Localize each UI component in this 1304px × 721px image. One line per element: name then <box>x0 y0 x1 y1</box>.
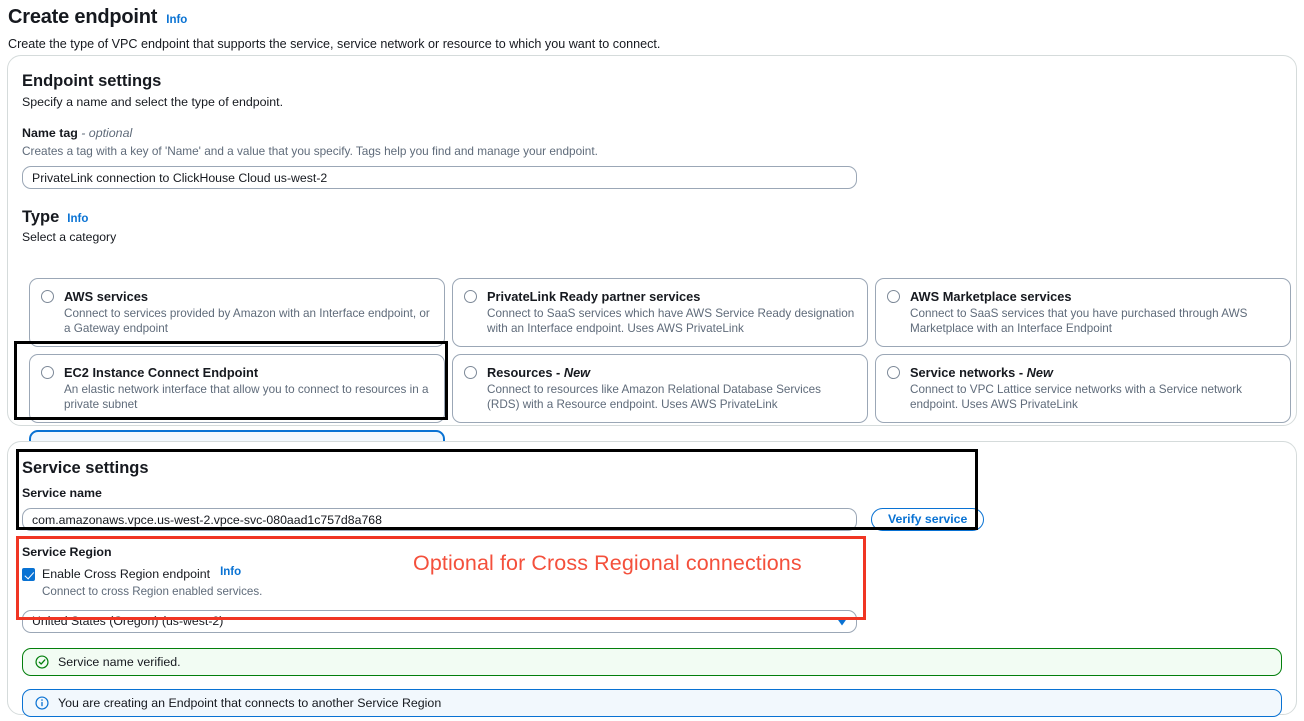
option-label: Service networks - New <box>910 365 1053 380</box>
service-name-input[interactable] <box>22 508 857 531</box>
option-label: AWS Marketplace services <box>910 289 1072 304</box>
type-info-link[interactable]: Info <box>67 213 89 225</box>
endpoint-settings-inner: Endpoint settings Specify a name and sel… <box>8 56 1296 245</box>
page-description: Create the type of VPC endpoint that sup… <box>8 37 661 51</box>
alerts-container: Service name verified. You are creating a… <box>22 648 1282 717</box>
radio-button[interactable] <box>887 290 900 303</box>
name-tag-label-text: Name tag <box>22 126 78 140</box>
alert-text: Service name verified. <box>58 654 181 669</box>
endpoint-settings-panel: Endpoint settings Specify a name and sel… <box>7 55 1297 514</box>
endpoint-settings-title: Endpoint settings <box>22 72 162 90</box>
alert-info: You are creating an Endpoint that connec… <box>22 689 1282 717</box>
option-description: Connect to SaaS services that you have p… <box>910 307 1248 335</box>
type-hint: Select a category <box>22 230 117 244</box>
option-label: EC2 Instance Connect Endpoint <box>64 365 259 380</box>
option-description: Connect to services provided by Amazon w… <box>64 307 430 335</box>
option-description: Connect to SaaS services which have AWS … <box>487 307 855 335</box>
option-label: Resources - New <box>487 365 591 380</box>
radio-button[interactable] <box>41 290 54 303</box>
option-new-badge: New <box>563 365 591 380</box>
radio-button[interactable] <box>887 366 900 379</box>
verify-service-button[interactable]: Verify service <box>871 508 985 531</box>
service-region-select[interactable]: United States (Oregon) (us-west-2) <box>22 610 857 633</box>
service-region-label: Service Region <box>22 545 112 559</box>
service-settings-title: Service settings <box>22 459 149 477</box>
type-heading-row: Type Info <box>22 206 1282 228</box>
type-label: Type <box>22 208 60 226</box>
info-circle-icon <box>35 696 49 710</box>
alert-text: You are creating an Endpoint that connec… <box>58 695 442 710</box>
service-region-select-wrap[interactable]: United States (Oregon) (us-west-2) <box>22 610 857 633</box>
name-tag-hint: Creates a tag with a key of 'Name' and a… <box>22 144 598 158</box>
name-tag-optional-text: - optional <box>81 126 133 140</box>
service-settings-panel: Service settings Service name Verify ser… <box>7 441 1297 717</box>
name-tag-label: Name tag - optional <box>22 125 1282 142</box>
endpoint-type-option-3[interactable]: EC2 Instance Connect Endpoint An elastic … <box>29 354 445 423</box>
service-name-row: Verify service <box>22 508 1282 531</box>
page-title-row: Create endpoint Info <box>8 4 1296 30</box>
service-name-label: Service name <box>22 486 102 500</box>
option-description: Connect to resources like Amazon Relatio… <box>487 383 821 411</box>
cross-region-checkbox-label: Enable Cross Region endpoint <box>42 567 211 581</box>
option-new-badge: New <box>1026 365 1053 380</box>
alert-success: Service name verified. <box>22 648 1282 676</box>
cross-region-checkbox-row[interactable]: Enable Cross Region endpoint Info <box>22 566 1282 583</box>
service-settings-inner: Service settings Service name Verify ser… <box>8 442 1296 717</box>
option-description: Connect to VPC Lattice service networks … <box>910 383 1242 411</box>
name-tag-input[interactable] <box>22 166 857 189</box>
check-circle-icon <box>35 655 49 669</box>
endpoint-settings-description: Specify a name and select the type of en… <box>22 95 284 109</box>
cross-region-checkbox-sublabel: Connect to cross Region enabled services… <box>42 585 263 598</box>
option-description: An elastic network interface that allow … <box>64 383 429 411</box>
radio-button[interactable] <box>41 366 54 379</box>
radio-button[interactable] <box>464 366 477 379</box>
option-label: AWS services <box>64 289 148 304</box>
cross-region-checkbox[interactable] <box>22 568 35 581</box>
cross-region-info-link[interactable]: Info <box>220 566 242 578</box>
option-body: EC2 Instance Connect Endpoint An elastic … <box>64 364 433 412</box>
option-label: PrivateLink Ready partner services <box>487 289 701 304</box>
page-info-link[interactable]: Info <box>166 14 188 26</box>
page-header: Create endpoint Info Create the type of … <box>0 0 1304 53</box>
radio-button[interactable] <box>464 290 477 303</box>
page-title: Create endpoint <box>8 6 158 28</box>
